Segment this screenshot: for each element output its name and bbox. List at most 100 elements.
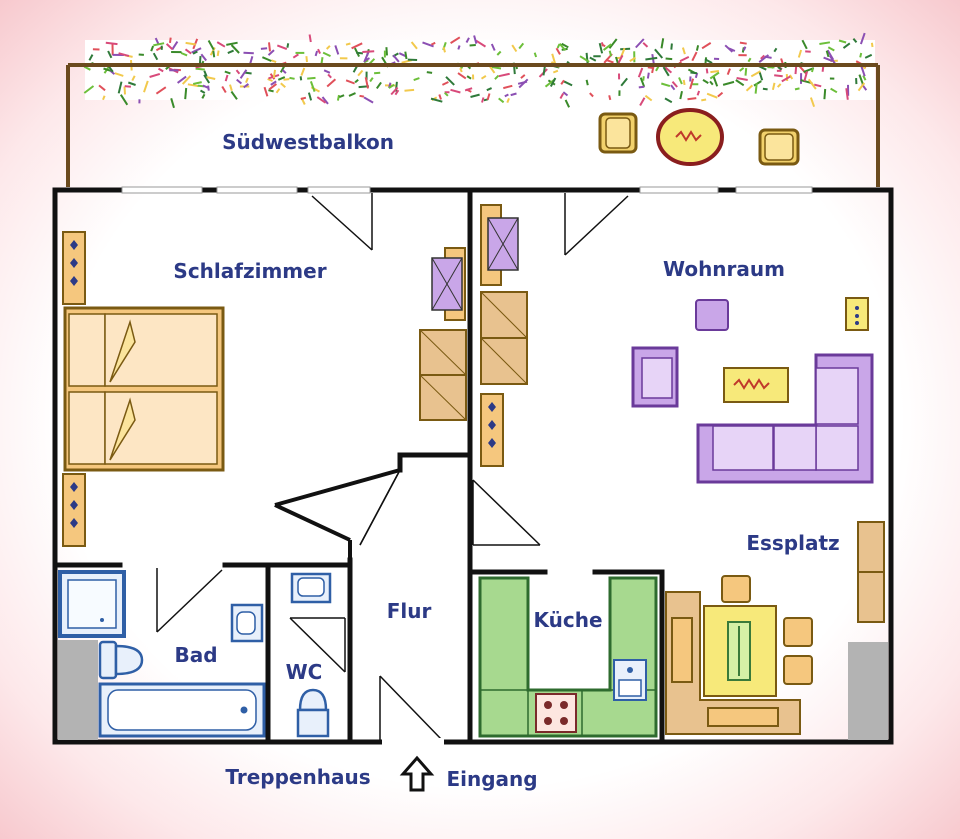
plant-stroke: [243, 83, 249, 89]
plant-stroke: [705, 68, 709, 74]
plant-stroke: [275, 88, 281, 94]
plant-stroke: [646, 72, 650, 79]
plant-stroke: [216, 50, 220, 57]
plant-stroke: [363, 96, 374, 104]
plant-stroke: [664, 97, 673, 104]
plant-stroke: [207, 85, 210, 91]
plant-stroke: [410, 41, 418, 50]
plant-stroke: [579, 55, 590, 63]
plant-stroke: [267, 49, 275, 56]
label-entrance: Eingang: [446, 767, 537, 791]
plant-stroke: [651, 65, 655, 74]
plant-stroke: [644, 94, 653, 102]
plant-stroke: [221, 85, 227, 94]
plant-stroke: [797, 49, 803, 58]
plant-stroke: [736, 77, 748, 81]
plant-stroke: [823, 88, 827, 100]
plant-stroke: [819, 41, 831, 45]
plant-stroke: [150, 45, 155, 52]
plant-stroke: [777, 66, 783, 71]
plant-stroke: [107, 50, 113, 59]
plant-stroke: [202, 84, 209, 89]
plant-stroke: [520, 74, 526, 79]
plant-stroke: [390, 86, 399, 96]
plant-stroke: [243, 51, 254, 55]
plant-stroke: [760, 54, 765, 60]
plant-stroke: [227, 49, 234, 55]
plant-stroke: [388, 83, 395, 89]
plant-stroke: [229, 84, 233, 91]
plant-stroke: [192, 50, 198, 55]
plant-stroke: [702, 79, 709, 84]
plant-stroke: [758, 54, 770, 63]
plant-stroke: [859, 52, 863, 58]
plant-stroke: [754, 83, 758, 94]
plant-stroke: [589, 56, 597, 62]
plant-stroke: [404, 51, 408, 60]
plant-stroke: [143, 80, 149, 93]
plant-stroke: [629, 56, 637, 62]
plant-stroke: [660, 38, 665, 49]
plant-stroke: [662, 66, 670, 77]
plant-stroke: [118, 52, 130, 57]
plant-stroke: [608, 50, 613, 57]
armchair: [631, 346, 679, 408]
plant-stroke: [199, 89, 206, 94]
plant-stroke: [774, 74, 783, 78]
plant-stroke: [187, 83, 199, 88]
plant-stroke: [102, 95, 106, 101]
plant-stroke: [533, 52, 538, 58]
plant-stroke: [518, 42, 525, 50]
plant-stroke: [645, 56, 658, 61]
label-hall: Flur: [387, 599, 432, 623]
plant-stroke: [859, 32, 866, 45]
plant-stroke: [870, 42, 874, 48]
entrance-opening: [382, 738, 444, 746]
toilet-bath: [98, 640, 144, 680]
plant-stroke: [230, 44, 240, 54]
label-wc: WC: [286, 660, 323, 684]
plant-stroke: [216, 41, 226, 48]
plant-stroke: [601, 43, 606, 48]
plant-stroke: [322, 51, 331, 58]
plant-stroke: [722, 80, 735, 86]
dining-bench: [665, 591, 801, 735]
label-dining: Essplatz: [746, 531, 839, 555]
plant-stroke: [486, 87, 493, 92]
plant-stroke: [88, 54, 94, 61]
plant-stroke: [459, 67, 463, 73]
bathtub: [98, 682, 266, 738]
plant-stroke: [316, 96, 327, 104]
plant-stroke: [239, 69, 248, 79]
plant-stroke: [724, 44, 734, 53]
plant-stroke: [260, 47, 268, 50]
plant-stroke: [470, 93, 480, 98]
plant-stroke: [552, 69, 559, 74]
bedroom-radiator-top: [62, 231, 86, 305]
plant-stroke: [801, 39, 808, 50]
plant-stroke: [560, 79, 565, 85]
plant-stroke: [608, 95, 612, 101]
plant-stroke: [224, 70, 231, 75]
dining-table: [703, 605, 777, 697]
plant-stroke: [181, 75, 192, 85]
plant-stroke: [809, 97, 816, 108]
plant-stroke: [671, 81, 678, 88]
plant-stroke: [506, 98, 510, 103]
plant-stroke: [392, 54, 400, 63]
plant-stroke: [157, 67, 164, 73]
plant-stroke: [695, 45, 700, 51]
plant-stroke: [345, 79, 355, 85]
plant-stroke: [608, 38, 618, 49]
plant-stroke: [339, 94, 345, 99]
plant-stroke: [466, 75, 472, 80]
plant-stroke: [480, 75, 487, 80]
plant-stroke: [426, 71, 433, 74]
plant-stroke: [103, 67, 112, 72]
shower: [58, 570, 126, 638]
plant-stroke: [307, 92, 313, 101]
plant-stroke: [203, 74, 211, 84]
dining-sideboard: [857, 521, 885, 623]
plant-stroke: [781, 75, 791, 83]
plant-stroke: [300, 67, 306, 76]
